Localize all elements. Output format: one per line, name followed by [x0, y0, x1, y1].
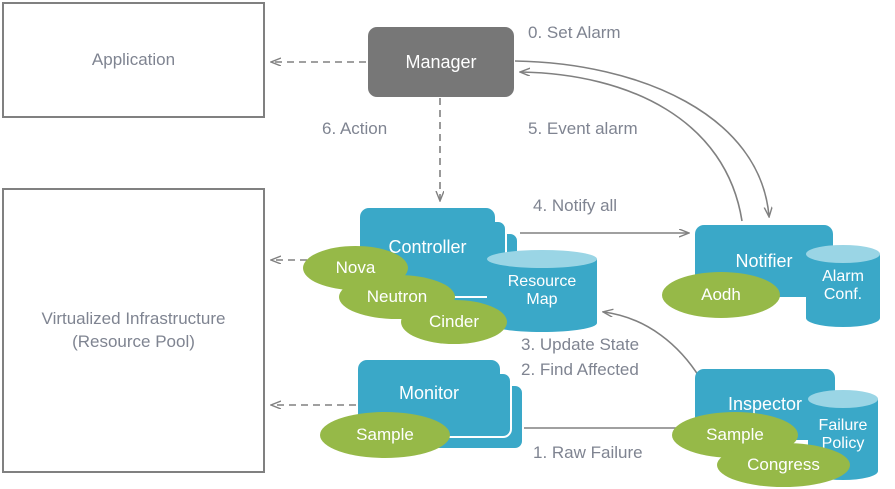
- controller-label: Controller: [388, 236, 467, 257]
- notifier-label: Notifier: [735, 250, 793, 271]
- neutron-label: Neutron: [366, 287, 428, 306]
- flow-label-3: 3. Update State: [521, 335, 639, 355]
- inspector-label: Inspector: [727, 394, 803, 414]
- infrastructure-label: Virtualized Infrastructure (Resource Poo…: [41, 308, 226, 351]
- cylinder-top: [806, 245, 880, 263]
- flow-label-2: 2. Find Affected: [521, 360, 639, 380]
- resource-map-label: Resource Map: [507, 272, 577, 308]
- monitor-node[interactable]: Monitor: [358, 360, 500, 426]
- edge-set-alarm: [514, 60, 769, 216]
- flow-3-text: 3. Update State: [521, 335, 640, 354]
- infrastructure-container: Virtualized Infrastructure (Resource Poo…: [2, 188, 265, 473]
- monitor-label: Monitor: [398, 382, 460, 403]
- nova-label: Nova: [335, 258, 376, 277]
- flow-2-text: 2. Find Affected: [521, 360, 639, 379]
- cylinder-top: [808, 390, 878, 408]
- cylinder-top: [487, 250, 597, 268]
- aodh-label: Aodh: [701, 285, 741, 304]
- failure-policy-label: Failure Policy: [818, 416, 868, 452]
- alarm-conf-label: Alarm Conf.: [822, 267, 864, 303]
- flow-5-text: 5. Event alarm: [528, 119, 638, 138]
- edge-event-alarm: [521, 72, 743, 222]
- project-pill-cinder[interactable]: Cinder: [401, 300, 507, 344]
- project-pill-aodh[interactable]: Aodh: [662, 272, 780, 318]
- inspector-sample-label: Sample: [706, 425, 764, 444]
- cylinder-body: [806, 254, 880, 318]
- failure-policy-store: Failure Policy: [808, 390, 878, 480]
- cinder-label: Cinder: [428, 312, 480, 331]
- flow-4-text: 4. Notify all: [533, 196, 618, 215]
- edge-update-state: [604, 312, 701, 379]
- flow-1-text: 1. Raw Failure: [533, 443, 643, 462]
- manager-node[interactable]: Manager: [368, 27, 514, 97]
- alarm-conf-store: Alarm Conf.: [806, 245, 880, 327]
- flow-label-5: 5. Event alarm: [528, 119, 638, 139]
- monitor-sample-label: Sample: [356, 425, 414, 444]
- flow-label-6: 6. Action: [322, 119, 387, 139]
- congress-label: Congress: [747, 455, 820, 474]
- flow-0-text: 0. Set Alarm: [528, 23, 621, 42]
- resource-map-store: Resource Map: [487, 250, 597, 332]
- manager-label: Manager: [405, 51, 477, 72]
- application-label: Application: [91, 49, 176, 69]
- flow-label-4: 4. Notify all: [533, 196, 617, 216]
- application-container: Application: [2, 2, 265, 118]
- flow-6-text: 6. Action: [322, 119, 388, 138]
- project-pill-neutron[interactable]: Neutron: [339, 275, 455, 319]
- cylinder-body: [487, 259, 597, 323]
- flow-label-0: 0. Set Alarm: [528, 23, 621, 43]
- project-pill-congress[interactable]: Congress: [717, 443, 850, 487]
- project-pill-monitor-sample[interactable]: Sample: [320, 412, 450, 458]
- flow-label-1: 1. Raw Failure: [533, 443, 643, 463]
